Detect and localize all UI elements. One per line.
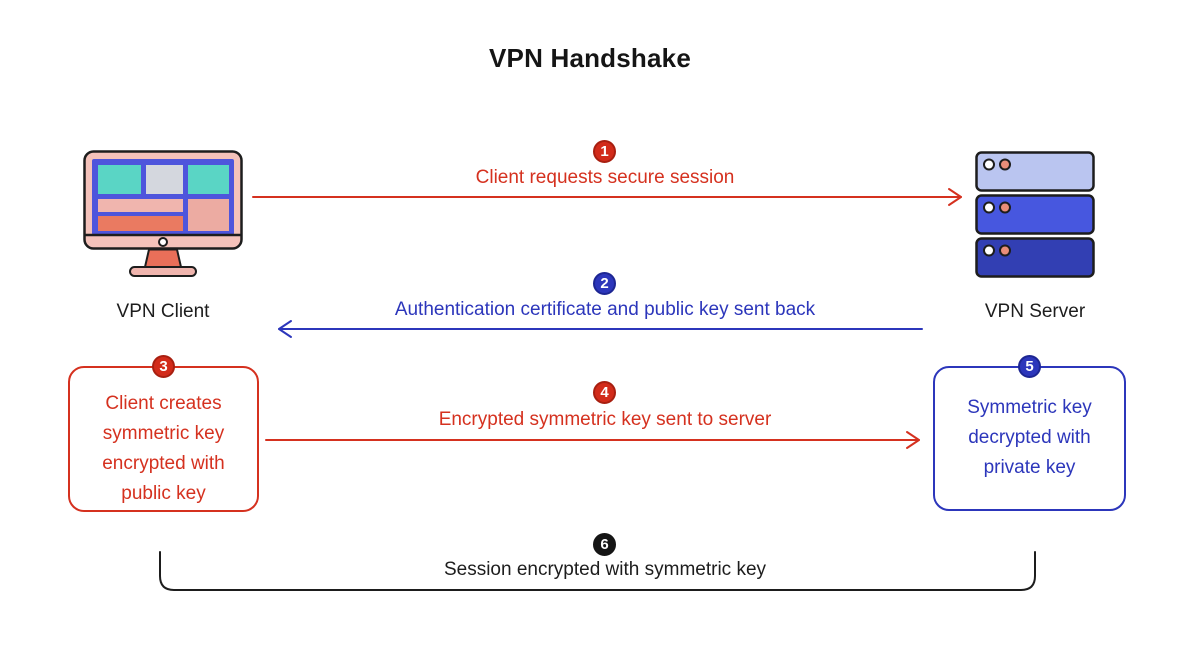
step-5-badge: 5: [1018, 355, 1041, 378]
page-title: VPN Handshake: [488, 43, 691, 73]
server-stack-icon: [975, 151, 1095, 278]
step-4-label: Encrypted symmetric key sent to server: [438, 409, 772, 430]
session-bracket-icon: [159, 551, 1036, 591]
arrow-step4-icon: [265, 431, 920, 449]
step-5-box-text: Symmetric key decrypted with private key: [967, 397, 1092, 478]
step-2-badge: 2: [593, 272, 616, 295]
vpn-client-label: VPN Client: [116, 301, 210, 322]
arrow-step2-icon: [278, 320, 923, 338]
step-6-label: Session encrypted with symmetric key: [443, 559, 767, 580]
step-3-box-text: Client creates symmetric key encrypted w…: [102, 393, 225, 504]
step-5-box: Symmetric key decrypted with private key: [933, 366, 1126, 511]
step-3-box: Client creates symmetric key encrypted w…: [68, 366, 259, 512]
step-1-label: Client requests secure session: [475, 167, 735, 188]
step-2-label: Authentication certificate and public ke…: [394, 299, 816, 320]
step-6-badge: 6: [593, 533, 616, 556]
step-1-badge: 1: [593, 140, 616, 163]
computer-monitor-icon: [83, 150, 243, 277]
step-4-badge: 4: [593, 381, 616, 404]
step-3-badge: 3: [152, 355, 175, 378]
arrow-step1-icon: [252, 188, 962, 206]
vpn-server-label: VPN Server: [984, 301, 1086, 322]
